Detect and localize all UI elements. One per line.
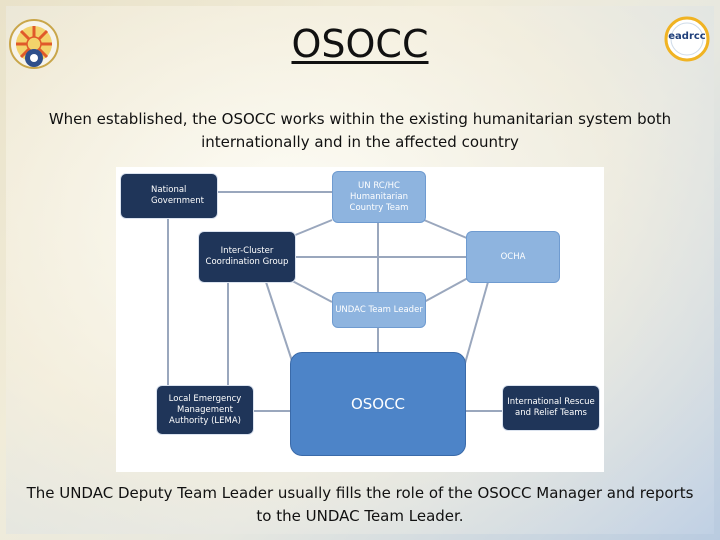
page-title: OSOCC [291,22,429,66]
connector-lines [167,191,502,412]
node-ocha: OCHA [466,231,560,283]
node-national-government: National Government [120,173,218,219]
node-osocc: OSOCC [290,352,466,456]
node-undac-team-leader: UNDAC Team Leader [332,292,426,328]
node-un-rc-hc: UN RC/HC Humanitarian Country Team [332,171,426,223]
eadrcc-logo-text: eadrcc [668,31,706,42]
eadrcc-logo-icon [664,16,710,62]
node-inter-cluster: Inter-Cluster Coordination Group [198,231,296,283]
node-international-rescue: International Rescue and Relief Teams [502,385,600,431]
node-lema: Local Emergency Management Authority (LE… [156,385,254,435]
emblem-icon [9,19,59,69]
eadrcc-logo: eadrcc [664,16,710,62]
osocc-diagram: National Government UN RC/HC Humanitaria… [116,167,604,472]
subtitle: When established, the OSOCC works within… [48,110,672,151]
caption: The UNDAC Deputy Team Leader usually fil… [26,484,694,525]
